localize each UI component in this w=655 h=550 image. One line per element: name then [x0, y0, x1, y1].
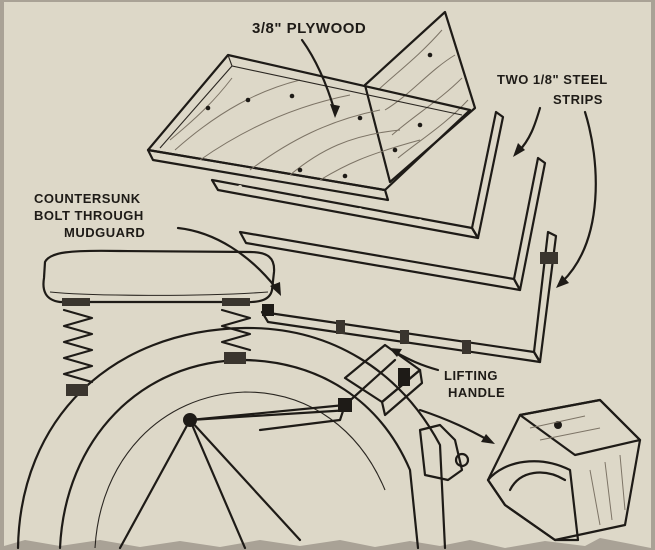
countersunk-bolt: [262, 304, 274, 316]
saddle-seat: [42, 249, 276, 306]
carrier-bracket: [260, 230, 558, 364]
plywood-tray: [146, 10, 477, 202]
steel-strips-label-line1: TWO 1/8" STEEL: [497, 72, 608, 87]
frame-struts: [188, 358, 397, 432]
paper-sheet: [4, 2, 651, 548]
steel-strips-label-line2: STRIPS: [553, 92, 603, 107]
bolt-label-line1: COUNTERSUNK: [34, 191, 141, 206]
bolt-label-line2: BOLT THROUGH: [34, 208, 144, 223]
bolt-label-line3: MUDGUARD: [64, 225, 145, 240]
handle-label-line2: HANDLE: [448, 385, 505, 400]
steel-strip-1: [210, 110, 505, 240]
steel-strip-2: [238, 156, 547, 292]
handle-label-line1: LIFTING: [444, 368, 498, 383]
seat-spring-left: [62, 308, 94, 396]
plywood-label: 3/8" PLYWOOD: [252, 20, 366, 37]
lifting-handle-block: [343, 343, 424, 417]
leader-lines: [176, 38, 597, 444]
seat-spring-right: [220, 308, 252, 364]
handle-block-detail: [486, 398, 642, 542]
